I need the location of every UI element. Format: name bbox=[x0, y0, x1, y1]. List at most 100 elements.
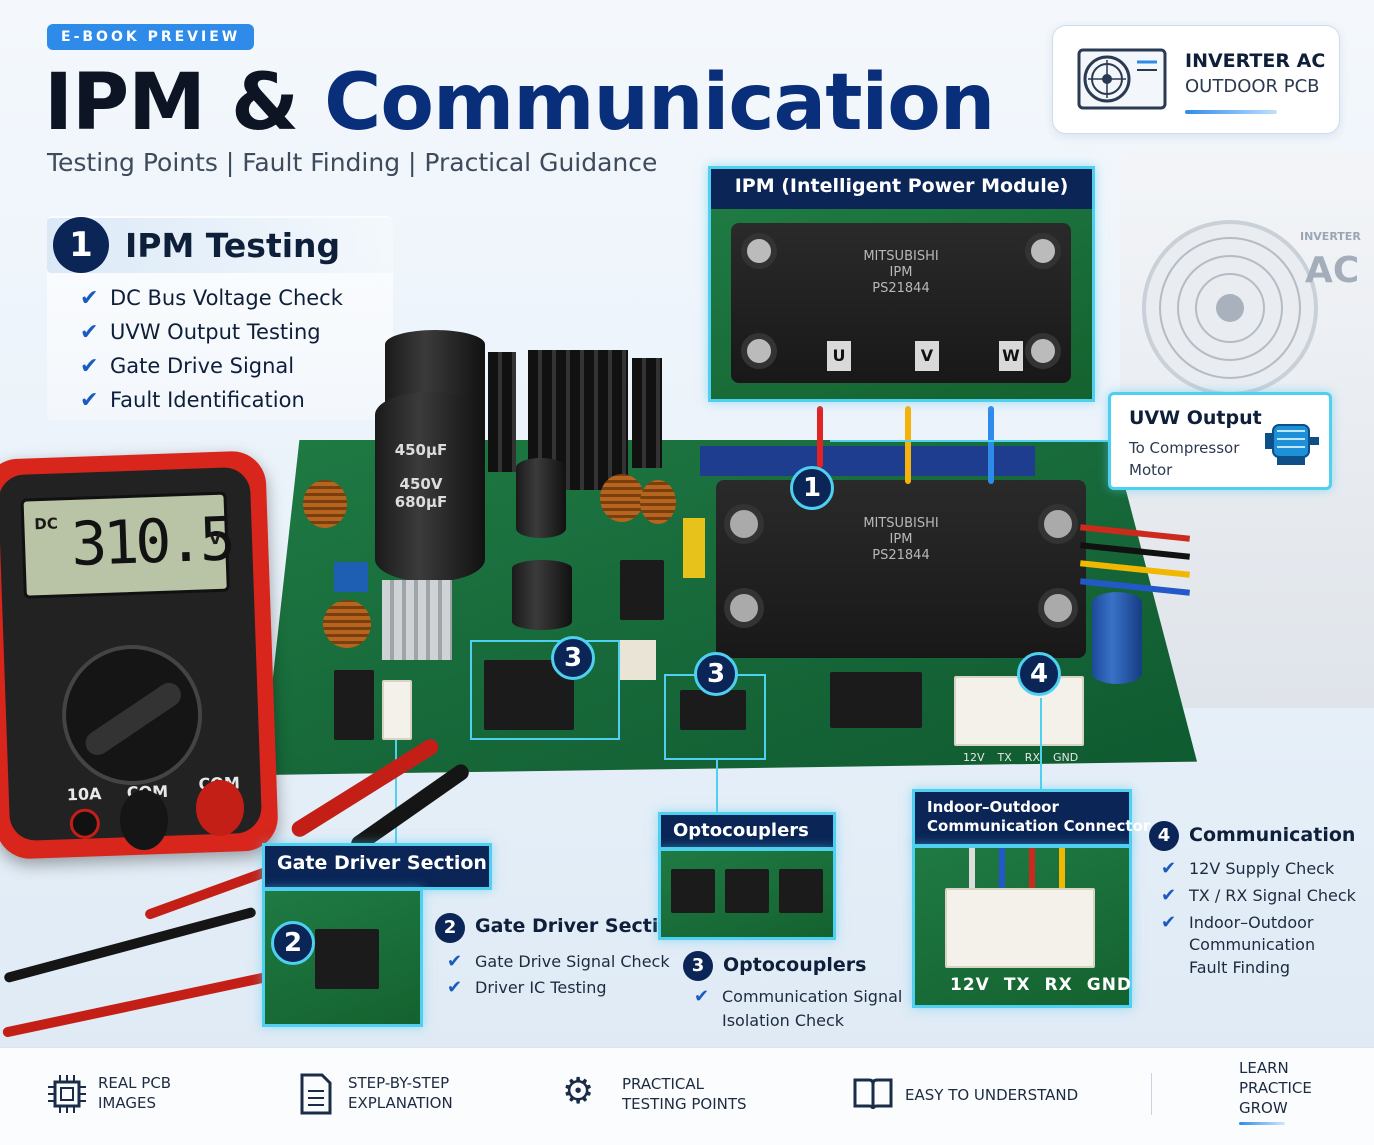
comm-connector bbox=[945, 888, 1095, 968]
brand-card: INVERTER AC OUTDOOR PCB bbox=[1052, 25, 1340, 134]
footer-separator bbox=[1151, 1073, 1152, 1115]
check-icon: ✔ bbox=[1161, 858, 1177, 879]
leader-line bbox=[1040, 698, 1042, 790]
list-item: ✔ TX / RX Signal Check bbox=[1161, 885, 1356, 906]
gate-driver-callout: Gate Driver Section bbox=[262, 843, 492, 890]
section-number-1: 1 bbox=[53, 217, 109, 273]
list-item-label: Communication Signal bbox=[722, 987, 903, 1006]
communication-title: Communication bbox=[1189, 824, 1356, 846]
jack-10a[interactable] bbox=[69, 808, 101, 840]
footer-bar bbox=[0, 1047, 1374, 1145]
screw bbox=[724, 588, 764, 628]
motto-underline bbox=[1239, 1122, 1285, 1125]
leader-line bbox=[716, 760, 718, 812]
inductor-coil bbox=[600, 474, 644, 522]
motto-word: PRACTICE bbox=[1239, 1079, 1312, 1097]
section-number-3: 3 bbox=[683, 951, 713, 981]
marker-3: 3 bbox=[694, 652, 738, 696]
connector-line bbox=[830, 440, 1110, 442]
ipm-module: MITSUBISHI IPM PS21844 bbox=[716, 480, 1086, 658]
list-item-label: 12V Supply Check bbox=[1189, 859, 1335, 878]
pcb-comm-connector bbox=[954, 676, 1084, 746]
list-item-label: Gate Drive Signal Check bbox=[475, 952, 670, 971]
wire bbox=[1029, 848, 1035, 892]
blue-capacitor bbox=[334, 562, 368, 592]
heatsink-silver bbox=[382, 580, 452, 660]
arrow-v bbox=[905, 406, 911, 484]
screw bbox=[741, 233, 777, 269]
optocouplers-title: Optocouplers bbox=[723, 954, 867, 976]
pin-label: RX bbox=[1024, 751, 1040, 764]
fan-grille-icon bbox=[1142, 220, 1318, 396]
capacitor-label: 680µF bbox=[394, 493, 448, 511]
list-item: ✔Communication Signal bbox=[694, 986, 902, 1007]
motor-icon bbox=[1265, 424, 1319, 465]
pin-label: GND bbox=[1052, 751, 1079, 764]
pin-label: 12V bbox=[963, 751, 985, 764]
screw bbox=[1025, 233, 1061, 269]
inductor-coil bbox=[640, 480, 676, 524]
black-probe[interactable] bbox=[348, 761, 472, 855]
chip-icon bbox=[48, 1075, 86, 1113]
inductor-coil bbox=[323, 600, 371, 648]
arrow-w bbox=[988, 406, 994, 484]
check-icon: ✔ bbox=[80, 286, 99, 311]
screw bbox=[741, 333, 777, 369]
ipm-callout-title: IPM (Intelligent Power Module) bbox=[734, 175, 1069, 197]
brand-underline bbox=[1185, 110, 1277, 114]
check-icon: ✔ bbox=[80, 354, 99, 379]
comm-title-line: Indoor–Outdoor bbox=[927, 798, 1059, 816]
check-icon: ✔ bbox=[1161, 885, 1177, 906]
gate-driver-highlight bbox=[470, 640, 620, 740]
heatsink bbox=[488, 352, 516, 472]
marker-3: 3 bbox=[551, 636, 595, 680]
marker-4: 4 bbox=[1017, 652, 1061, 696]
brand-title: INVERTER AC bbox=[1185, 50, 1326, 72]
page-title: IPM & Communication bbox=[44, 58, 995, 148]
connector-small bbox=[382, 680, 412, 740]
title-part-communication: Communication bbox=[324, 58, 995, 148]
screw bbox=[1038, 588, 1078, 628]
wire bbox=[999, 848, 1005, 892]
section-number-4: 4 bbox=[1149, 821, 1179, 851]
background-unit-mark: AC bbox=[1305, 250, 1360, 291]
screw bbox=[1038, 504, 1078, 544]
connector-small bbox=[620, 640, 656, 680]
section-number-2: 2 bbox=[435, 913, 465, 943]
list-item: ✔DC Bus Voltage Check bbox=[80, 286, 343, 311]
background-unit-label: INVERTER bbox=[1300, 230, 1361, 243]
footer-line: STEP-BY-STEP bbox=[348, 1074, 450, 1092]
list-item: ✔Fault Identification bbox=[80, 388, 305, 413]
inductor-coil bbox=[303, 480, 347, 528]
comm-title-line: Communication Connector bbox=[927, 817, 1151, 835]
relay bbox=[620, 560, 664, 620]
ipm-model: PS21844 bbox=[872, 281, 930, 296]
terminal-u: U bbox=[827, 341, 851, 371]
ipm-brand: MITSUBISHI bbox=[863, 249, 939, 264]
heatsink bbox=[632, 358, 662, 468]
wire bbox=[1059, 848, 1065, 892]
check-icon: ✔ bbox=[447, 977, 463, 998]
motto-word: GROW bbox=[1239, 1099, 1288, 1117]
multimeter-dial[interactable] bbox=[59, 642, 205, 788]
pin-label: TX bbox=[1003, 975, 1031, 995]
ipm-brand: MITSUBISHI bbox=[863, 516, 939, 531]
list-item: ✔ Gate Drive Signal Check bbox=[447, 951, 670, 972]
check-icon: ✔ bbox=[447, 951, 463, 972]
ipm-callout: IPM (Intelligent Power Module) MITSUBISH… bbox=[708, 166, 1095, 402]
arrow-u bbox=[817, 406, 823, 468]
list-item-label: TX / RX Signal Check bbox=[1189, 886, 1356, 905]
uvw-output-title: UVW Output bbox=[1129, 407, 1262, 429]
gear-icon: ⚙ bbox=[562, 1071, 595, 1112]
comm-connector-image bbox=[912, 845, 1132, 1008]
footer-motto: LEARN PRACTICE GROW bbox=[1239, 1058, 1312, 1118]
list-item: ✔ 12V Supply Check bbox=[1161, 858, 1334, 879]
footer-feature-label: REAL PCB IMAGES bbox=[98, 1073, 171, 1113]
title-part-ipm: IPM & bbox=[44, 58, 299, 148]
optocouplers-callout-title: Optocouplers bbox=[673, 820, 809, 841]
pin-label: TX bbox=[997, 751, 1012, 764]
marker-2: 2 bbox=[271, 921, 315, 965]
gate-driver-callout-title: Gate Driver Section bbox=[277, 852, 487, 874]
optocoupler-chip bbox=[725, 869, 769, 913]
ipm-type: IPM bbox=[889, 265, 913, 280]
